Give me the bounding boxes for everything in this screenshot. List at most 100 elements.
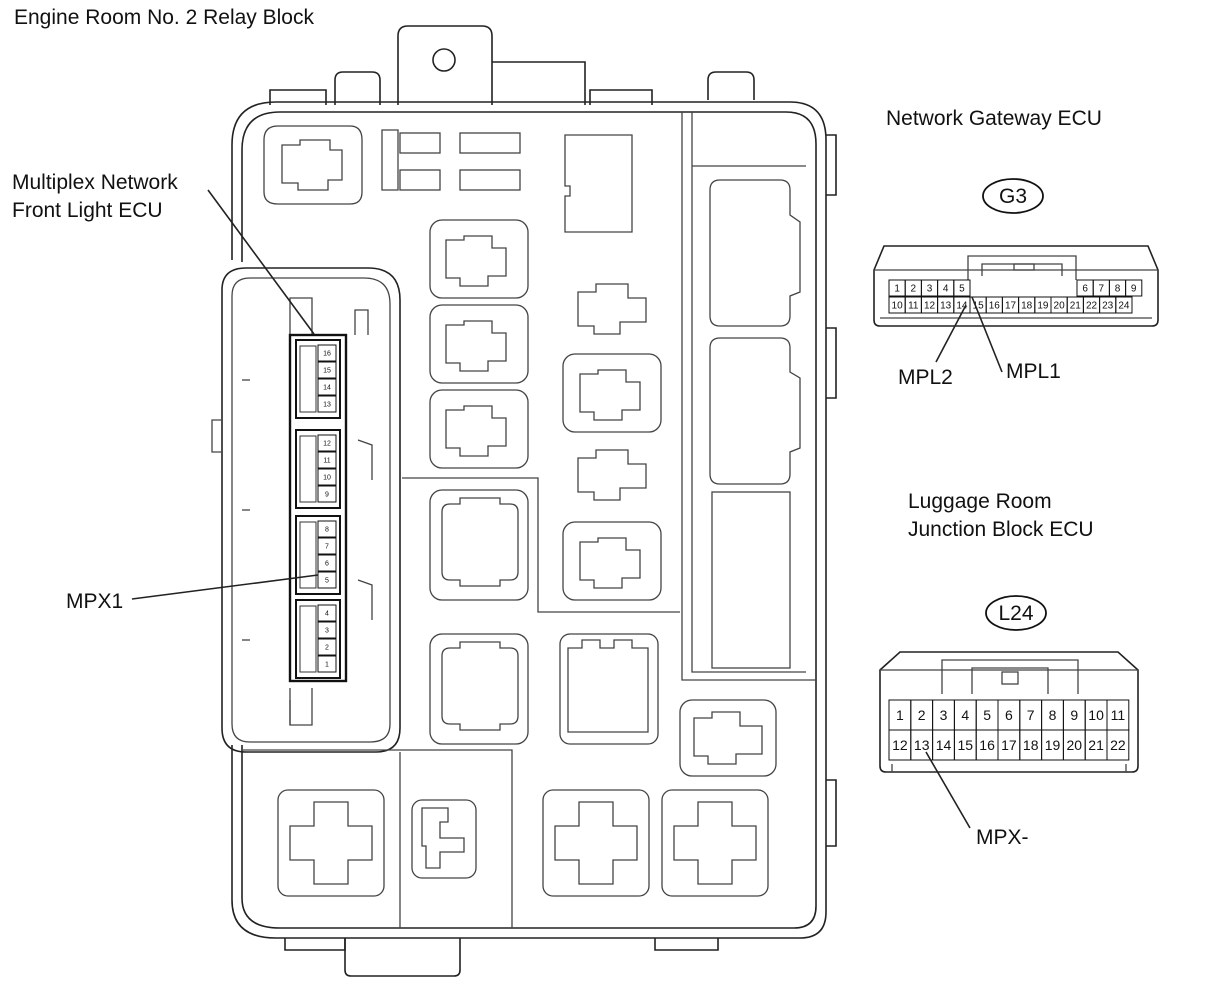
relay-socket-5	[562, 521, 662, 601]
l24-pin-number: 17	[1001, 737, 1017, 753]
g3-pin-number: 5	[959, 284, 965, 295]
l24-pin-number: 7	[1027, 707, 1035, 723]
l24-pin: 16	[975, 729, 999, 761]
mpl1-leader	[971, 296, 1003, 373]
g3-pin-number: 2	[911, 284, 917, 295]
l24-pin: 17	[997, 729, 1021, 761]
g3-pin: 18	[1018, 296, 1036, 314]
connector-pin-number: 15	[323, 368, 331, 375]
g3-pin: 11	[904, 296, 922, 314]
connector-pin-number: 14	[323, 385, 331, 392]
g3-pin-number: 9	[1131, 284, 1137, 295]
l24-pin-number: 5	[983, 707, 991, 723]
relay-socket-8	[559, 633, 659, 745]
g3-pin-number: 3	[927, 284, 933, 295]
connector-pin: 1	[317, 655, 337, 673]
g3-pin-number: 12	[924, 301, 936, 312]
connector-pin-number: 1	[325, 662, 329, 669]
g3-pin-number: 14	[956, 301, 968, 312]
g3-pin: 5	[953, 279, 971, 297]
l24-pin-number: 13	[914, 737, 930, 753]
connector-pin: 8	[317, 520, 337, 538]
l24-pin-number: 18	[1023, 737, 1039, 753]
g3-pin: 6	[1076, 279, 1094, 297]
l24-pin: 4	[953, 699, 977, 731]
l24-id-badge	[985, 595, 1047, 631]
mpl2-label: MPL2	[898, 366, 953, 389]
connector-pin: 5	[317, 571, 337, 589]
relay-socket-6	[429, 489, 529, 601]
mpl1-label: MPL1	[1006, 360, 1061, 383]
g3-pin: 12	[920, 296, 939, 314]
relay-socket-4	[562, 353, 662, 433]
g3-pin-number: 22	[1086, 301, 1098, 312]
cross-relay-2	[542, 789, 650, 897]
cross-relay-1	[277, 789, 385, 897]
l24-pin-number: 16	[979, 737, 995, 753]
l24-pin: 15	[953, 729, 977, 761]
l24-pin-number: 21	[1088, 737, 1104, 753]
connector-pin: 15	[317, 361, 337, 379]
g3-pin-number: 1	[894, 284, 900, 295]
l24-pin: 21	[1084, 729, 1108, 761]
g3-pin-number: 10	[892, 301, 904, 312]
connector-pin-number: 5	[325, 578, 329, 585]
g3-pin: 1	[888, 279, 906, 297]
connector-pin-number: 4	[325, 611, 329, 618]
l24-pin: 10	[1084, 699, 1108, 731]
front-light-ecu-leader	[207, 189, 315, 335]
connector-pin: 6	[317, 554, 337, 572]
l24-pin: 3	[932, 699, 955, 731]
l24-pin: 1	[888, 699, 912, 731]
g3-pin-number: 19	[1037, 301, 1049, 312]
g3-pin: 17	[1001, 296, 1020, 314]
l24-pin-number: 15	[958, 737, 974, 753]
cross-relay-3	[661, 789, 769, 897]
connector-pin-number: 11	[323, 458, 330, 465]
l24-pin: 22	[1106, 729, 1130, 761]
g3-pin: 13	[937, 296, 955, 314]
l24-pin-number: 20	[1067, 737, 1083, 753]
g3-pin: 2	[904, 279, 922, 297]
connector-pin-number: 16	[323, 351, 331, 358]
connector-pin-number: 8	[325, 527, 329, 534]
g3-pin-number: 6	[1082, 284, 1088, 295]
relay-socket-7	[429, 633, 529, 745]
g3-pin-number: 23	[1102, 301, 1114, 312]
mpx-minus-leader	[925, 751, 971, 829]
g3-pin-number: 13	[940, 301, 952, 312]
g3-pin-number: 18	[1021, 301, 1033, 312]
g3-pin-number: 24	[1118, 301, 1130, 312]
connector-pin: 2	[317, 638, 337, 656]
l24-pin-number: 11	[1111, 707, 1126, 723]
luggage-ecu-label-line2: Junction Block ECU	[908, 518, 1094, 541]
l24-pin-number: 6	[1005, 707, 1013, 723]
mpx1-label: MPX1	[66, 590, 123, 613]
connector-pin-number: 12	[323, 441, 331, 448]
l24-pin: 18	[1019, 729, 1043, 761]
relay-block-housing	[211, 25, 837, 977]
g3-pin-number: 4	[943, 284, 949, 295]
luggage-ecu-label-line1: Luggage Room	[908, 490, 1052, 513]
l24-pin: 19	[1041, 729, 1064, 761]
l24-pin: 14	[932, 729, 955, 761]
l24-pin: 12	[888, 729, 912, 761]
g3-pin: 7	[1092, 279, 1110, 297]
connector-pin: 4	[317, 604, 337, 622]
connector-pin-number: 2	[325, 645, 329, 652]
g3-pin: 22	[1082, 296, 1101, 314]
g3-pin-number: 7	[1099, 284, 1105, 295]
l24-pin: 13	[910, 729, 934, 761]
g3-pin-number: 11	[908, 301, 919, 312]
g3-id-label: G3	[999, 185, 1027, 208]
relay-socket-3	[429, 389, 529, 469]
connector-pin-number: 7	[325, 544, 329, 551]
relay-socket-1	[429, 219, 529, 299]
connector-strip: 8 7 6 5	[295, 515, 341, 595]
g3-pin: 4	[937, 279, 955, 297]
connector-pin: 7	[317, 537, 337, 555]
